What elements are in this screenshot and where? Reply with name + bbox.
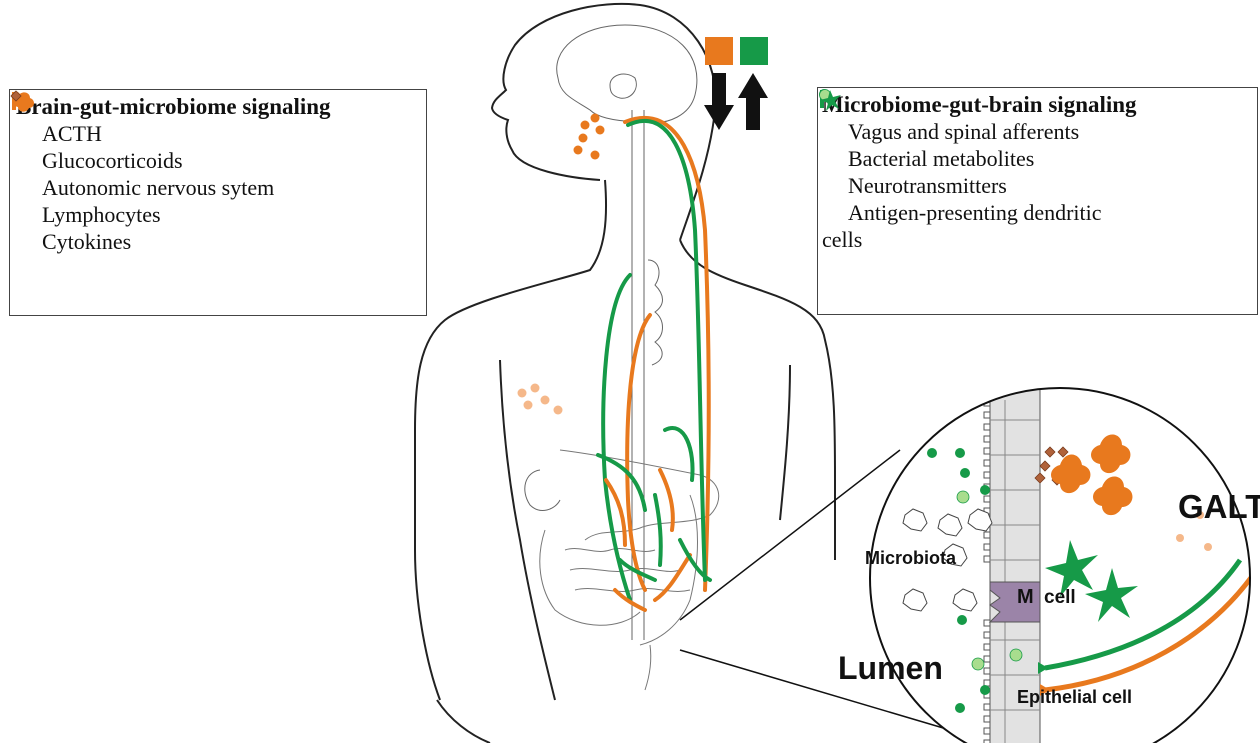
legend-item-metabolites: Bacterial metabolites — [822, 145, 1253, 172]
lymphocyte-icon — [16, 201, 42, 228]
up-arrow-icon — [738, 73, 768, 130]
legend-item-cytokines: Cytokines — [16, 228, 422, 255]
diamond-icon — [16, 228, 42, 255]
lightgreen-dot-icon — [822, 172, 848, 199]
adrenal-kidney — [518, 384, 563, 511]
zoom-connector-upper — [680, 450, 900, 620]
direction-indicators — [704, 37, 768, 130]
galt-label: GALT — [1178, 488, 1260, 526]
legend-title: Microbiome-gut-brain signaling — [822, 92, 1253, 118]
lumen-label: Lumen — [838, 650, 943, 687]
legend-item-acth: ACTH — [16, 120, 422, 147]
legend-brain-gut: Brain-gut-microbiome signaling ACTH Gluc… — [9, 89, 427, 316]
legend-item-lymphocytes: Lymphocytes — [16, 201, 422, 228]
m-cell-letter: M — [1017, 586, 1034, 609]
legend-item-autonomic: Autonomic nervous sytem — [16, 174, 422, 201]
legend-item-neurotransmitters: Neurotransmitters — [822, 172, 1253, 199]
body-silhouette — [415, 4, 835, 743]
m-cell-label: cell — [1044, 587, 1076, 609]
green-dot-icon — [822, 145, 848, 172]
green-bar-icon — [822, 118, 848, 145]
legend-item-vagus: Vagus and spinal afferents — [822, 118, 1253, 145]
microbiota-label: Microbiota — [865, 548, 956, 569]
orange-bar-icon — [16, 174, 42, 201]
acth-dots — [574, 114, 605, 160]
legend-microbiome-gut: Microbiome-gut-brain signaling Vagus and… — [817, 87, 1258, 315]
legend-title: Brain-gut-microbiome signaling — [16, 94, 422, 120]
gut-to-brain-swatch — [740, 37, 768, 65]
down-arrow-icon — [704, 73, 734, 130]
orange-dot-icon — [16, 120, 42, 147]
legend-item-dendritic-wrap: cells — [822, 226, 1253, 253]
brain-to-gut-swatch — [705, 37, 733, 65]
epithelial-label: Epithelial cell — [1017, 687, 1132, 708]
dendritic-cell-icon — [822, 199, 848, 226]
central-nervous-system — [557, 25, 697, 640]
peach-dot-icon — [16, 147, 42, 174]
legend-item-glucocorticoids: Glucocorticoids — [16, 147, 422, 174]
legend-item-dendritic: Antigen-presenting dendritic — [822, 199, 1253, 226]
